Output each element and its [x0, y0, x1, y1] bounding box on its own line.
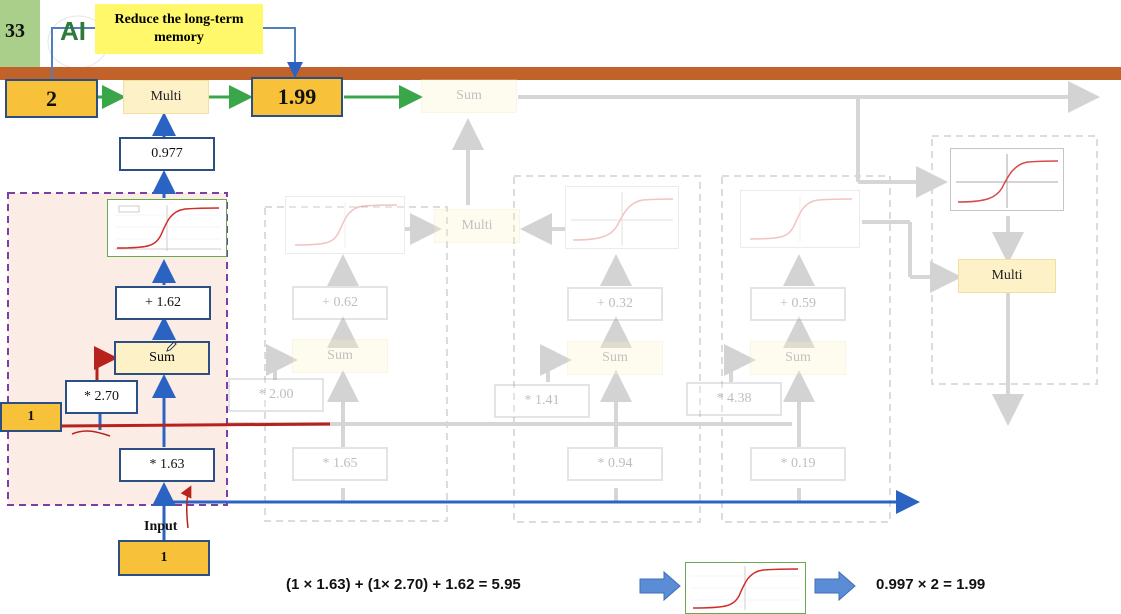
- right-arrow-icon: [639, 570, 681, 602]
- page-number-strip: [0, 0, 40, 68]
- footer-equation: (1 × 1.63) + (1× 2.70) + 1.62 = 5.95: [286, 576, 521, 593]
- bias-box: + 1.62: [115, 286, 211, 320]
- long-term-multi-box: Multi: [123, 80, 209, 114]
- faded-short-weight-box-2: * 1.41: [494, 384, 590, 418]
- input-value-box: 1: [118, 540, 210, 576]
- pencil-cursor-icon: [165, 340, 177, 352]
- input-label: Input: [144, 519, 178, 534]
- faded-sum-box-3: Sum: [750, 341, 846, 375]
- top-bar: [0, 67, 1121, 80]
- faded-sum-box-2: Sum: [567, 341, 663, 375]
- faded-input-weight-box-1: * 1.65: [292, 447, 388, 481]
- sigmoid-graph-icon: [685, 562, 806, 614]
- faded-short-weight-box-1: * 2.00: [228, 378, 324, 412]
- input-weight-box: * 1.63: [119, 448, 215, 482]
- sigmoid-graph-icon: [740, 190, 860, 248]
- short-term-input-box: 1: [0, 402, 62, 432]
- faded-sum-box: Sum: [421, 79, 517, 113]
- short-term-weight-box: * 2.70: [65, 380, 138, 414]
- logo: AI: [60, 16, 86, 46]
- right-arrow-icon: [814, 570, 856, 602]
- long-term-input-box: 2: [5, 79, 98, 118]
- sigmoid-output-box: 0.977: [119, 137, 215, 171]
- callout-note: Reduce the long-term memory: [95, 4, 263, 54]
- faded-bias-box-3: + 0.59: [750, 287, 846, 321]
- faded-bias-box-1: + 0.62: [292, 286, 388, 320]
- faded-input-weight-box-2: * 0.94: [567, 447, 663, 481]
- faded-multi-box: Multi: [434, 209, 520, 243]
- sigmoid-graph-icon: [285, 196, 405, 254]
- faded-input-weight-box-3: * 0.19: [750, 447, 846, 481]
- long-term-output-box: 1.99: [251, 77, 343, 117]
- sum-box: Sum: [114, 341, 210, 375]
- page-number: 33: [5, 20, 25, 42]
- footer-result: 0.997 × 2 = 1.99: [876, 576, 986, 593]
- faded-short-weight-box-3: * 4.38: [686, 382, 782, 416]
- output-multi-box: Multi: [958, 259, 1056, 293]
- faded-sum-box-1: Sum: [292, 339, 388, 373]
- sigmoid-graph-icon: [107, 199, 227, 257]
- tanh-graph-icon: [950, 148, 1064, 211]
- tanh-graph-icon: [565, 186, 679, 249]
- faded-bias-box-2: + 0.32: [567, 287, 663, 321]
